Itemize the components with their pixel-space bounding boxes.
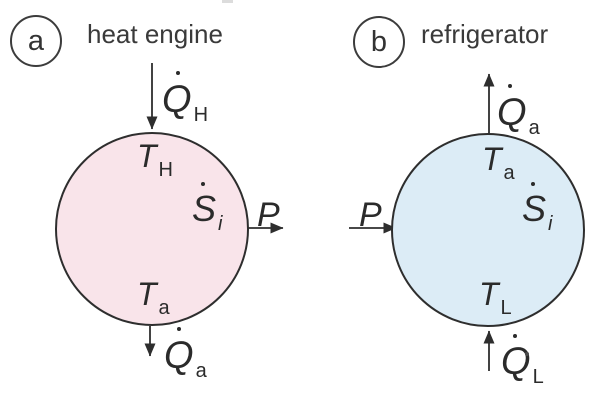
heat-engine-title: heat engine	[87, 19, 223, 49]
panel-label-b: b	[353, 16, 405, 68]
scan-smudge-artifact	[222, 0, 233, 3]
overdot-icon	[513, 334, 517, 338]
system-circle-heat-engine	[55, 132, 249, 326]
panel-letter-b: b	[370, 25, 388, 58]
overdot-icon	[531, 182, 535, 186]
overdot-icon	[508, 84, 512, 88]
refrigerator-title: refrigerator	[421, 19, 549, 49]
power-label-heat-engine: P	[257, 196, 280, 234]
panel-label-a: a	[10, 15, 62, 67]
panel-letter-a: a	[27, 24, 45, 57]
system-circle-refrigerator	[391, 133, 585, 327]
overdot-icon	[176, 71, 180, 75]
stray-dot-artifact	[525, 352, 529, 356]
overdot-icon	[177, 327, 181, 331]
power-label-refrigerator: P	[359, 196, 382, 234]
overdot-icon	[201, 182, 205, 186]
